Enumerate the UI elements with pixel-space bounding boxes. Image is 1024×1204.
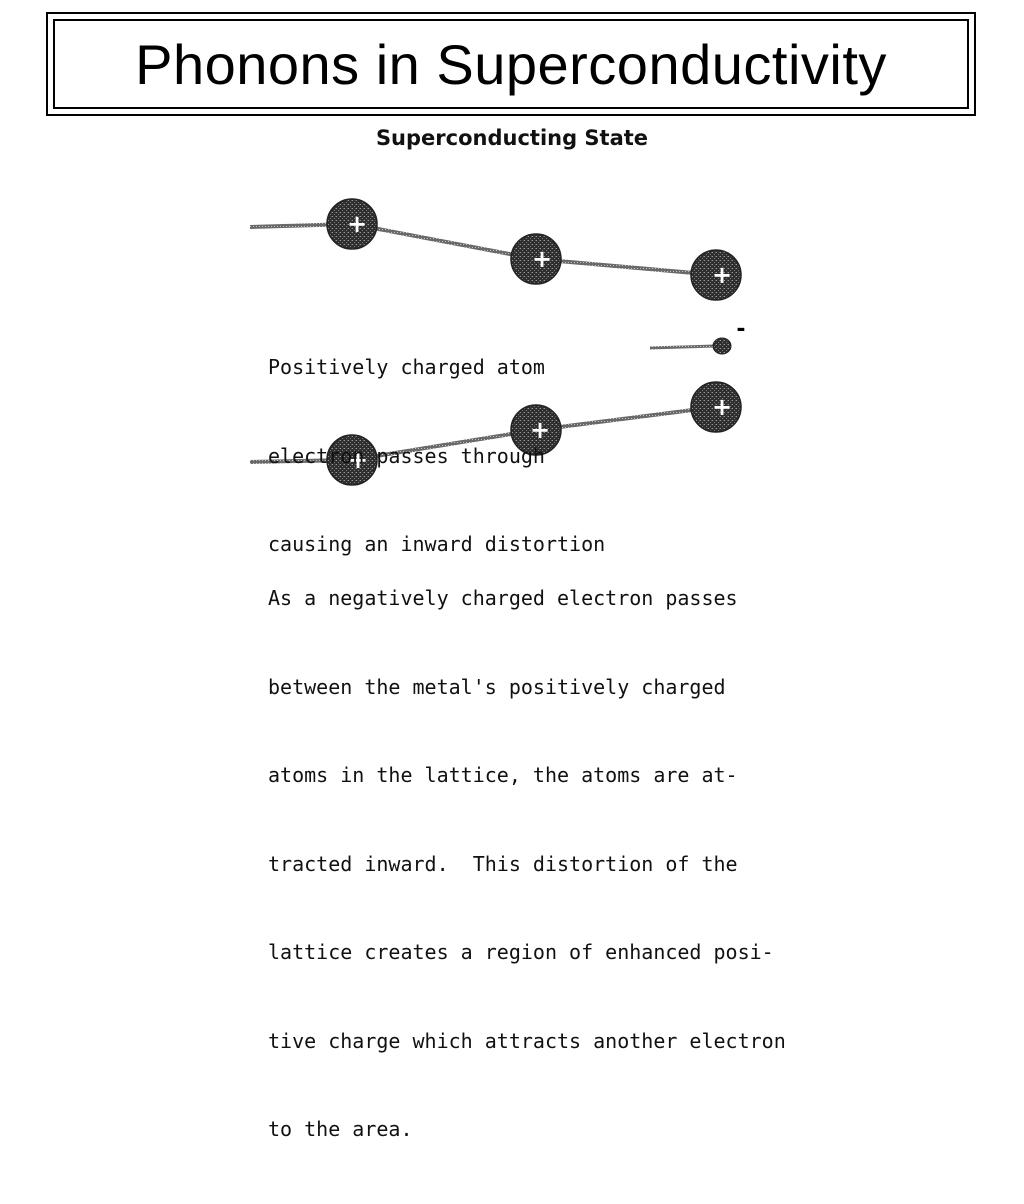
upper-lattice-row: + + + xyxy=(249,198,742,301)
explanation-line: atoms in the lattice, the atoms are at- xyxy=(268,763,738,787)
figure-heading: Superconducting State xyxy=(375,126,649,150)
explanation-line: to the area. xyxy=(268,1117,413,1141)
explanation-line: tracted inward. This distortion of the xyxy=(268,851,738,876)
electron-charge-label: - xyxy=(736,317,745,342)
atom-charge-label: + xyxy=(530,416,550,444)
explanation-caption: As a negatively charged electron passes … xyxy=(268,525,786,1204)
title-frame: Phonons in Superconductivity xyxy=(46,12,976,116)
atom-charge-label: + xyxy=(348,446,368,474)
explanation-line: between the metal's positively charged xyxy=(268,674,726,699)
electron-trail xyxy=(649,344,716,350)
lattice-figure: Superconducting State + xyxy=(249,126,786,1141)
lattice-diagram: + + + - xyxy=(249,198,746,486)
explanation-line: lattice creates a region of enhanced pos… xyxy=(268,940,774,964)
explanation-line: tive charge which attracts another elect… xyxy=(268,1028,786,1053)
atom-charge-label: + xyxy=(532,245,552,273)
inline-caption: Positively charged atom electron passes … xyxy=(268,294,605,619)
explanation-line: As a negatively charged electron passes xyxy=(268,586,738,610)
atom-charge-label: + xyxy=(712,261,732,289)
lattice-bond xyxy=(351,428,537,462)
lattice-bond xyxy=(535,257,717,277)
lattice-bond xyxy=(351,222,537,261)
positive-atom: + xyxy=(326,198,378,250)
inline-caption-line: causing an inward distortion xyxy=(268,532,606,556)
inline-caption-line: Positively charged atom xyxy=(268,355,545,379)
electron: - xyxy=(649,317,746,355)
positive-atom: + xyxy=(326,434,378,486)
title-frame-inner: Phonons in Superconductivity xyxy=(53,19,969,109)
positive-atom: + xyxy=(690,249,742,301)
atom-charge-label: + xyxy=(712,393,732,421)
lattice-bond xyxy=(535,405,717,432)
positive-atom: + xyxy=(510,404,562,456)
lower-lattice-row: + + + xyxy=(249,381,742,486)
atom-charge-label: + xyxy=(347,210,367,238)
inline-caption-line: electron passes through xyxy=(268,443,545,468)
slide-title: Phonons in Superconductivity xyxy=(135,32,887,96)
positive-atom: + xyxy=(510,233,562,285)
positive-atom: + xyxy=(690,381,742,433)
